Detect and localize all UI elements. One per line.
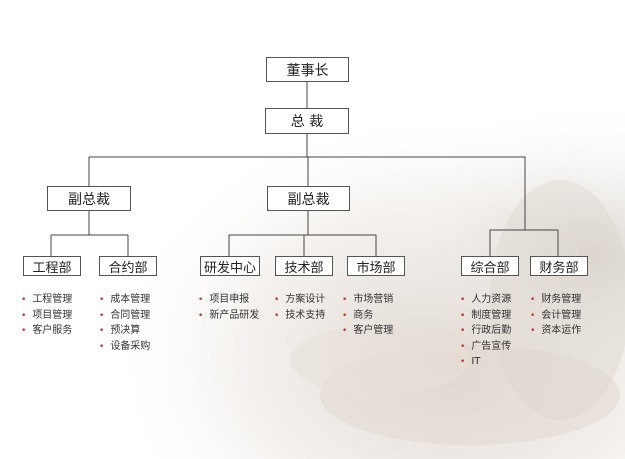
list-item: •广告宣传 (460, 340, 512, 352)
bullet-icon: • (460, 295, 466, 305)
list-item: •财务管理 (530, 294, 582, 305)
bullet-icon: • (274, 295, 280, 305)
list-item: •客户服务 (21, 325, 73, 337)
bullet-icon: • (21, 310, 27, 321)
bullet-icon: • (530, 310, 536, 321)
bullet-icon: • (342, 295, 348, 305)
chairman-label: 董事长 (286, 62, 329, 79)
dept-label: 研发中心 (203, 260, 256, 276)
bullet-icon: • (198, 295, 204, 305)
list-item: •IT (460, 356, 481, 368)
dept-box-general-affairs: 综合部 (461, 256, 519, 276)
president-label: 总 裁 (290, 114, 324, 130)
dept-box-technology: 技术部 (275, 256, 333, 276)
list-item: •新产品研发 (198, 309, 260, 321)
bullet-icon: • (530, 326, 536, 337)
bullet-icon: • (342, 310, 348, 321)
bullet-icon: • (460, 326, 466, 337)
list-item: •市场营销 (342, 294, 394, 305)
duty-list-technology: •方案设计 •技术支持 (274, 292, 325, 323)
bullet-icon: • (198, 310, 204, 321)
duty-list-finance: •财务管理 •会计管理 •资本运作 (530, 292, 581, 339)
dept-box-finance: 财务部 (530, 256, 588, 276)
dept-box-marketing: 市场部 (347, 256, 405, 276)
vice-president-center-label: 副总裁 (287, 191, 330, 208)
bullet-icon: • (99, 310, 105, 321)
bullet-icon: • (460, 341, 466, 352)
dept-label: 技术部 (284, 260, 324, 276)
dept-label: 合约部 (108, 260, 148, 276)
dept-box-rnd-center: 研发中心 (200, 256, 260, 276)
list-item: •行政后勤 (460, 325, 512, 337)
vice-president-center-box: 副总裁 (267, 186, 350, 211)
bullet-icon: • (530, 295, 536, 305)
bullet-icon: • (274, 310, 280, 321)
list-item: •客户管理 (342, 325, 394, 337)
list-item: •制度管理 (460, 309, 512, 321)
vice-president-left-label: 副总裁 (68, 191, 110, 208)
duty-list-engineering: •工程管理 •项目管理 •客户服务 (21, 292, 72, 339)
list-item: •方案设计 (274, 294, 326, 305)
dept-label: 财务部 (539, 260, 579, 276)
list-item: •项目申报 (198, 294, 250, 305)
list-item: •会计管理 (530, 309, 582, 321)
duty-list-marketing: •市场营销 •商务 •客户管理 (342, 292, 393, 339)
list-item: •设备采购 (99, 340, 151, 352)
dept-label: 综合部 (470, 260, 510, 276)
bullet-icon: • (21, 326, 27, 337)
bullet-icon: • (460, 357, 466, 368)
bullet-icon: • (342, 326, 348, 337)
vice-president-left-box: 副总裁 (47, 186, 131, 211)
bullet-icon: • (99, 326, 105, 337)
dept-label: 工程部 (32, 260, 72, 276)
list-item: •人力资源 (460, 294, 512, 305)
list-item: •预决算 (99, 325, 141, 337)
dept-box-engineering: 工程部 (23, 256, 81, 276)
list-item: •合同管理 (99, 309, 151, 321)
dept-box-contracts: 合约部 (99, 256, 157, 276)
list-item: •项目管理 (21, 309, 73, 321)
list-item: •资本运作 (530, 325, 582, 337)
duty-list-general-affairs: •人力资源 •制度管理 •行政后勤 •广告宣传 •IT (460, 292, 511, 370)
bullet-icon: • (21, 295, 27, 305)
duty-list-rnd-center: •项目申报 •新产品研发 (198, 292, 259, 323)
bullet-icon: • (99, 295, 105, 305)
chairman-box: 董事长 (266, 57, 349, 82)
list-item: •工程管理 (21, 294, 73, 305)
list-item: •成本管理 (99, 294, 151, 305)
president-box: 总 裁 (265, 108, 349, 134)
list-item: •技术支持 (274, 309, 326, 321)
duty-list-contracts: •成本管理 •合同管理 •预决算 •设备采购 (99, 292, 150, 354)
bullet-icon: • (99, 341, 105, 352)
bullet-icon: • (460, 310, 466, 321)
dept-label: 市场部 (356, 260, 396, 276)
list-item: •商务 (342, 309, 374, 321)
